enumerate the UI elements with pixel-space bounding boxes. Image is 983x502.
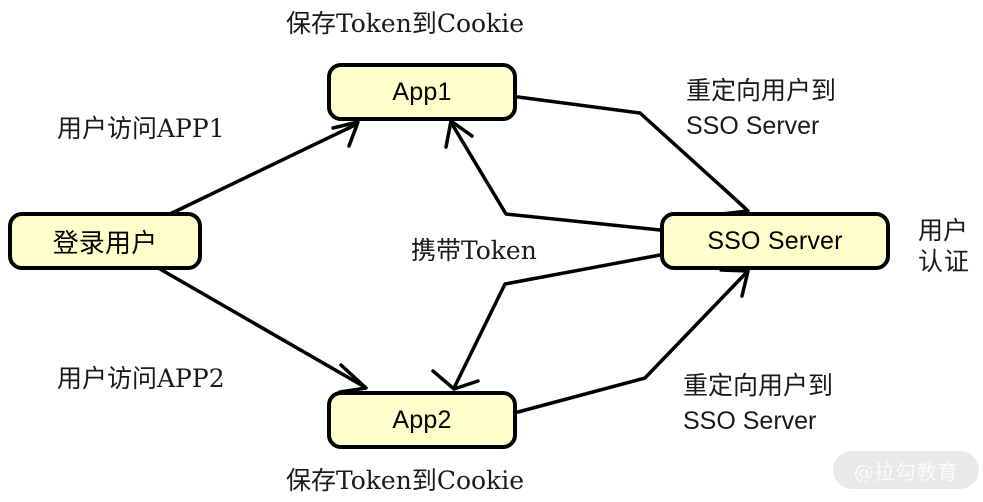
- node-login-user-label: 登录用户: [52, 228, 158, 259]
- label-user-auth-line1: 用户: [918, 216, 969, 245]
- label-redirect-user-to-top: 重定向用户到: [686, 76, 837, 105]
- edge-user-to-app1: [168, 120, 360, 216]
- edge-sso-to-app2: [431, 253, 662, 391]
- node-app1-label: App1: [392, 77, 452, 106]
- label-user-auth-line2: 认证: [918, 247, 971, 276]
- node-login-user[interactable]: 登录用户: [8, 212, 202, 270]
- label-redirect-user-to-bottom: 重定向用户到: [683, 371, 834, 400]
- edge-user-to-app2: [158, 267, 368, 394]
- edge-sso-to-app1: [444, 119, 662, 232]
- node-app1[interactable]: App1: [327, 63, 517, 121]
- label-save-token-cookie-bottom: 保存Token到Cookie: [286, 466, 525, 495]
- node-app2-label: App2: [392, 405, 452, 434]
- label-save-token-cookie-top: 保存Token到Cookie: [286, 9, 525, 38]
- edge-app2-to-sso: [516, 268, 750, 414]
- node-sso-server-label: SSO Server: [707, 226, 843, 255]
- label-user-visits-app1: 用户访问APP1: [57, 114, 225, 143]
- node-sso-server[interactable]: SSO Server: [660, 212, 890, 270]
- node-app2[interactable]: App2: [327, 391, 517, 449]
- label-sso-server-top: SSO Server: [686, 112, 820, 140]
- watermark-text: @拉勾教育: [853, 459, 959, 484]
- label-sso-server-bottom: SSO Server: [683, 407, 817, 435]
- watermark-badge: @拉勾教育: [833, 451, 979, 489]
- label-carry-token: 携带Token: [411, 236, 537, 265]
- label-user-visits-app2: 用户访问APP2: [57, 364, 225, 393]
